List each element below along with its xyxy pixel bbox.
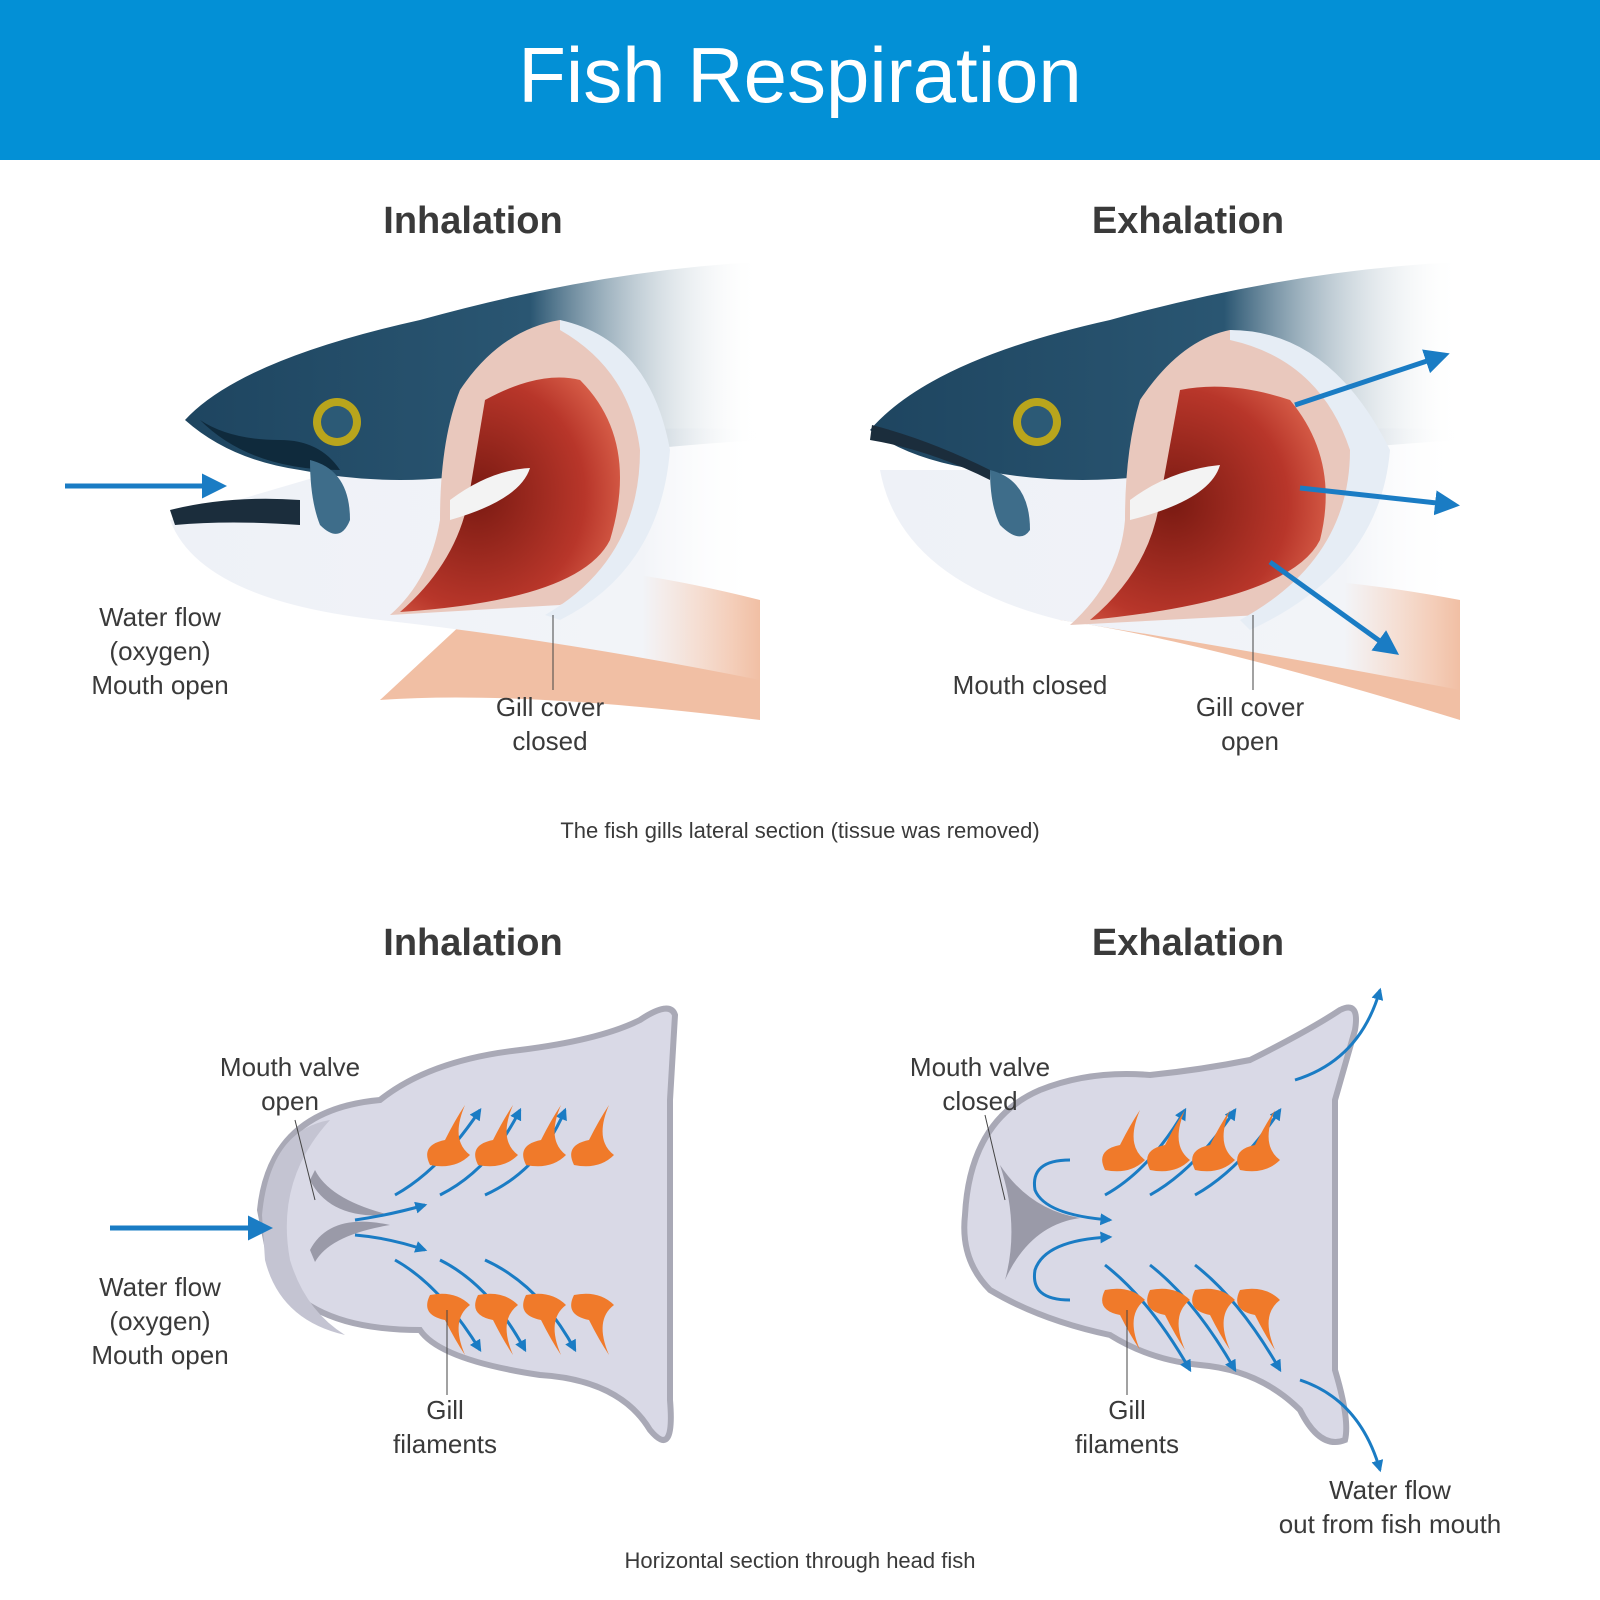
leader-mouth-valve-open <box>294 1119 316 1201</box>
leader-mouth-valve-closed <box>984 1114 1006 1201</box>
label-line: Mouth open <box>91 1340 229 1370</box>
label-line: filaments <box>1074 1429 1180 1459</box>
heading-inhalation-section: Inhalation <box>383 922 563 964</box>
section-inhalation <box>256 1005 679 1443</box>
label-line: Water flow <box>99 602 221 632</box>
label-gill-filaments-inhalation: Gill filaments <box>375 1393 515 1461</box>
label-line: Gill <box>426 1395 464 1425</box>
label-line: Gill cover <box>1195 692 1305 722</box>
title-banner: Fish Respiration <box>0 0 1600 160</box>
label-gill-cover-closed: Gill cover closed <box>470 690 630 758</box>
caption-horizontal: Horizontal section through head fish <box>624 1548 976 1573</box>
fish-head-exhalation <box>870 262 1460 720</box>
heading-exhalation-lateral: Exhalation <box>1091 200 1285 242</box>
label-line: filaments <box>392 1429 498 1459</box>
label-line: out from fish mouth <box>1278 1509 1502 1539</box>
label-water-flow-out: Water flow out from fish mouth <box>1260 1473 1520 1541</box>
label-gill-cover-open: Gill cover open <box>1170 690 1330 758</box>
outflow-arrow-lower <box>1268 559 1400 655</box>
gill-filaments-inhalation <box>427 1105 614 1355</box>
outflow-arrow-upper <box>1294 349 1450 408</box>
gill-filaments-exhalation <box>1102 1110 1280 1350</box>
label-gill-filaments-exhalation: Gill filaments <box>1057 1393 1197 1461</box>
label-line: open <box>261 1086 319 1116</box>
label-line: closed <box>942 1086 1018 1116</box>
label-line: closed <box>512 726 588 756</box>
label-line: (oxygen) <box>109 636 211 666</box>
label-water-flow-lateral: Water flow (oxygen) Mouth open <box>80 600 240 702</box>
label-line: Gill <box>1108 1395 1146 1425</box>
outflow-arrow-middle <box>1299 485 1460 516</box>
fish-head-inhalation <box>170 262 760 720</box>
label-line: Gill cover <box>495 692 605 722</box>
page-title: Fish Respiration <box>518 31 1082 119</box>
label-line: (oxygen) <box>109 1306 211 1336</box>
label-line: Mouth valve <box>219 1052 361 1082</box>
label-line: Mouth valve <box>909 1052 1051 1082</box>
label-line: Water flow <box>99 1272 221 1302</box>
label-line: Water flow <box>1329 1475 1451 1505</box>
label-mouth-valve-closed: Mouth valve closed <box>890 1050 1070 1118</box>
label-line: open <box>1221 726 1279 756</box>
label-line: Mouth open <box>91 670 229 700</box>
label-mouth-valve-open: Mouth valve open <box>200 1050 380 1118</box>
heading-inhalation-lateral: Inhalation <box>383 200 563 242</box>
heading-exhalation-section: Exhalation <box>1091 922 1285 964</box>
caption-lateral: The fish gills lateral section (tissue w… <box>560 818 1040 843</box>
label-water-flow-section: Water flow (oxygen) Mouth open <box>80 1270 240 1372</box>
label-mouth-closed: Mouth closed <box>952 670 1108 700</box>
